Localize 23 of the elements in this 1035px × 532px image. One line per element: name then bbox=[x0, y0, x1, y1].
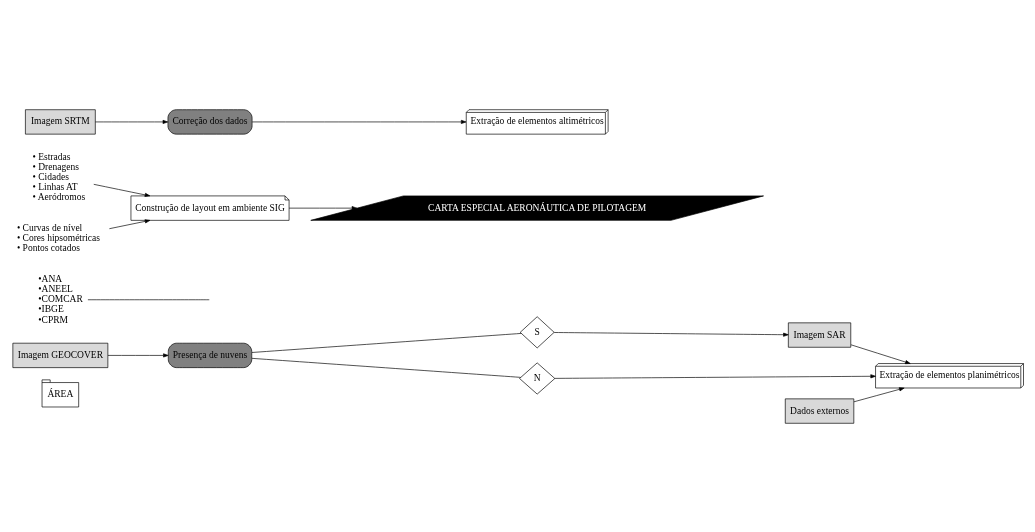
node-text: • Curvas de nível • Cores hipsométricas • Pontos cotados bbox=[16, 222, 100, 253]
arrow bbox=[288, 205, 358, 210]
arrow bbox=[109, 218, 151, 229]
arrow bbox=[853, 386, 905, 402]
arrow bbox=[251, 119, 467, 124]
arrow bbox=[93, 183, 151, 197]
connector bbox=[251, 332, 522, 353]
arrow bbox=[95, 119, 169, 124]
arrow bbox=[554, 373, 876, 379]
arrow bbox=[553, 331, 789, 337]
arrow bbox=[107, 352, 169, 357]
node-text: •ANA •ANEEL •COMCAR •IBGE •CPRM bbox=[38, 273, 83, 325]
node-box: Imagem SAR bbox=[788, 322, 852, 348]
node-diamond: N bbox=[519, 362, 556, 394]
node-box: Dados externos bbox=[784, 398, 855, 424]
arrow bbox=[850, 343, 911, 364]
connector bbox=[251, 357, 521, 378]
node-box: Correção dos dados bbox=[167, 108, 253, 134]
node-text: • Estradas • Drenagens • Cidades • Linhas AT • Aeródromos bbox=[32, 151, 86, 202]
node-diamond: S bbox=[519, 315, 555, 348]
node-box: Imagem SRTM bbox=[25, 108, 96, 134]
node-box: Presença de nuvens bbox=[167, 342, 253, 368]
node-box: Imagem GEOCOVER bbox=[12, 342, 109, 368]
